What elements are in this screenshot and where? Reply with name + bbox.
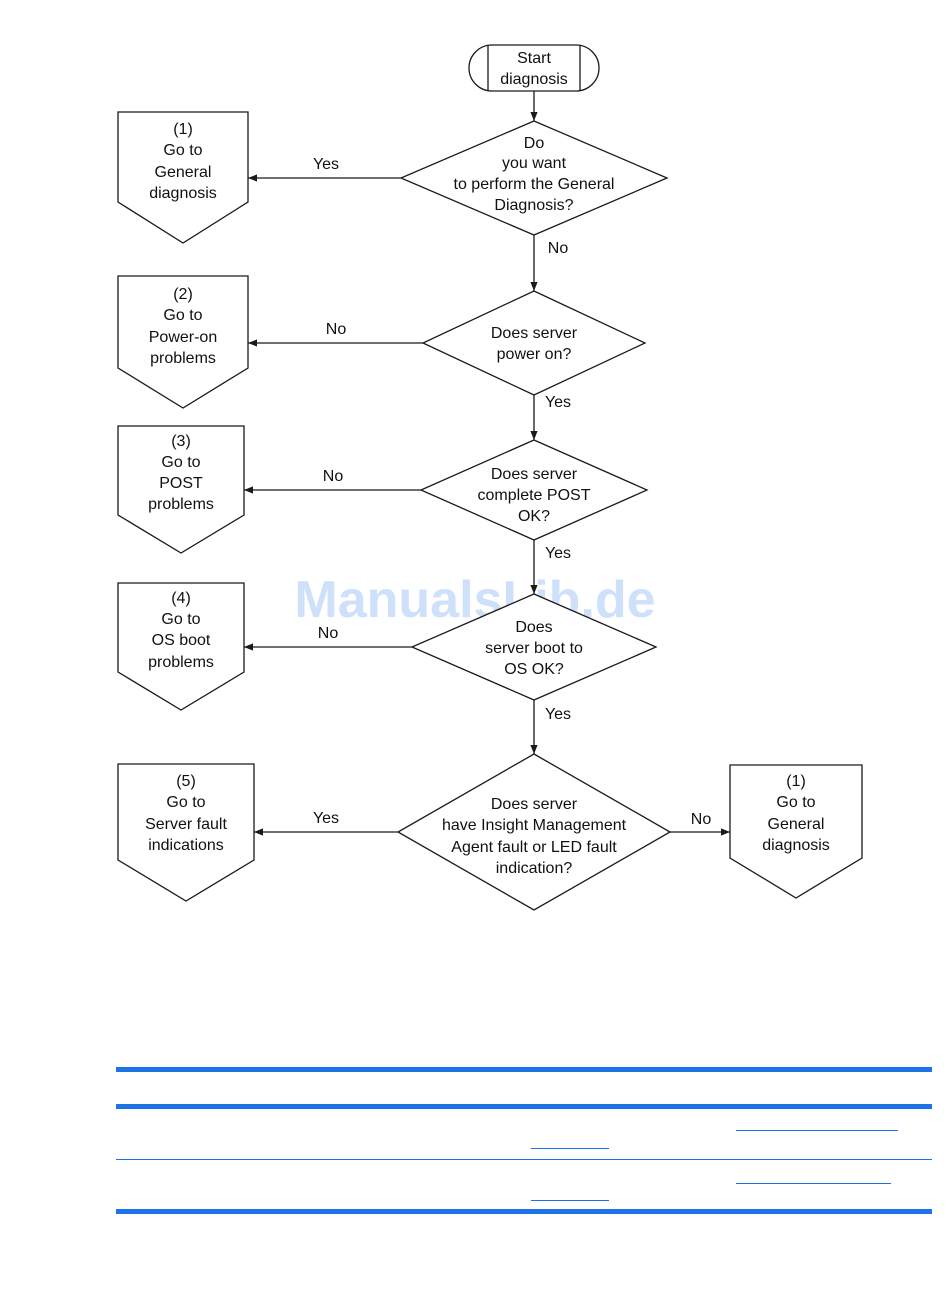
offpage-4-line-2: Go to [161, 611, 200, 628]
offpage-5-line-3: Server fault [145, 816, 227, 833]
table-top-rule [116, 1067, 932, 1072]
decision-4-line-1: Does [515, 619, 552, 636]
decision-1-line-3: to perform the General [454, 176, 615, 193]
offpage-6-line-4: diagnosis [762, 837, 830, 854]
offpage-5-line-4: indications [148, 837, 224, 854]
offpage-3-line-2: Go to [161, 454, 200, 471]
decision-3-line-1: Does server [491, 466, 578, 483]
decision-5-line-4: indication? [496, 860, 573, 877]
decision-1-line-1: Do [524, 135, 545, 152]
offpage-1-line-3: General [155, 164, 212, 181]
label-d1-no: No [548, 240, 569, 257]
label-d1-yes: Yes [313, 156, 339, 173]
offpage-5-line-1: (5) [176, 773, 196, 790]
label-d5-yes: Yes [313, 810, 339, 827]
offpage-3-line-1: (3) [171, 433, 191, 450]
start-line-1: Start [517, 50, 551, 67]
table-row-divider [116, 1159, 932, 1160]
label-d2-yes: Yes [545, 394, 571, 411]
start-line-2: diagnosis [500, 71, 568, 88]
offpage-3-line-4: problems [148, 496, 214, 513]
decision-fault-indication: Does server have Insight Management Agen… [396, 753, 672, 911]
decision-1-line-2: you want [502, 155, 567, 172]
offpage-general-diagnosis: (1) Go to General diagnosis [117, 111, 249, 244]
offpage-4-line-1: (4) [171, 590, 191, 607]
decision-2-line-1: Does server [491, 325, 578, 342]
offpage-2-line-4: problems [150, 350, 216, 367]
decision-5-line-3: Agent fault or LED fault [451, 839, 617, 856]
offpage-post-problems: (3) Go to POST problems [117, 425, 245, 554]
decision-4-line-3: OS OK? [504, 661, 564, 678]
offpage-6-line-2: Go to [776, 794, 815, 811]
decision-power-on: Does server power on? [421, 290, 647, 396]
offpage-4-line-3: OS boot [152, 632, 211, 649]
label-d4-yes: Yes [545, 706, 571, 723]
offpage-5-line-2: Go to [166, 794, 205, 811]
label-d3-no: No [323, 468, 344, 485]
table-link-underline[interactable] [736, 1183, 891, 1184]
decision-os-boot: Does server boot to OS OK? [410, 593, 658, 701]
offpage-2-line-3: Power-on [149, 329, 217, 346]
offpage-3-line-3: POST [159, 475, 203, 492]
decision-general-diagnosis: Do you want to perform the General Diagn… [399, 120, 669, 236]
offpage-os-boot-problems: (4) Go to OS boot problems [117, 582, 245, 711]
label-d2-no: No [326, 321, 347, 338]
offpage-6-line-1: (1) [786, 773, 806, 790]
decision-5-line-1: Does server [491, 796, 578, 813]
offpage-server-fault-indications: (5) Go to Server fault indications [117, 763, 255, 902]
decision-post: Does server complete POST OK? [419, 439, 649, 541]
offpage-power-on-problems: (2) Go to Power-on problems [117, 275, 249, 409]
offpage-general-diagnosis-right: (1) Go to General diagnosis [729, 764, 863, 899]
offpage-2-line-2: Go to [163, 307, 202, 324]
decision-3-line-3: OK? [518, 508, 550, 525]
decision-2-line-2: power on? [497, 346, 572, 363]
table-header-rule [116, 1104, 932, 1109]
table-link-underline[interactable] [736, 1130, 898, 1131]
table-link-underline[interactable] [531, 1200, 609, 1201]
offpage-1-line-4: diagnosis [149, 185, 217, 202]
start-terminator: Start diagnosis [468, 44, 600, 92]
offpage-2-line-1: (2) [173, 286, 193, 303]
table-link-underline[interactable] [531, 1148, 609, 1149]
offpage-4-line-4: problems [148, 654, 214, 671]
decision-3-line-2: complete POST [478, 487, 591, 504]
offpage-1-line-1: (1) [173, 121, 193, 138]
offpage-6-line-3: General [768, 816, 825, 833]
decision-5-line-2: have Insight Management [442, 817, 627, 834]
decision-4-line-2: server boot to [485, 640, 583, 657]
offpage-1-line-2: Go to [163, 142, 202, 159]
decision-1-line-4: Diagnosis? [494, 197, 573, 214]
label-d4-no: No [318, 625, 339, 642]
table-bottom-rule [116, 1209, 932, 1214]
label-d5-no: No [691, 811, 712, 828]
flowchart: ManualsLib.de Start diagnosis Do you wan… [117, 44, 863, 911]
label-d3-yes: Yes [545, 545, 571, 562]
